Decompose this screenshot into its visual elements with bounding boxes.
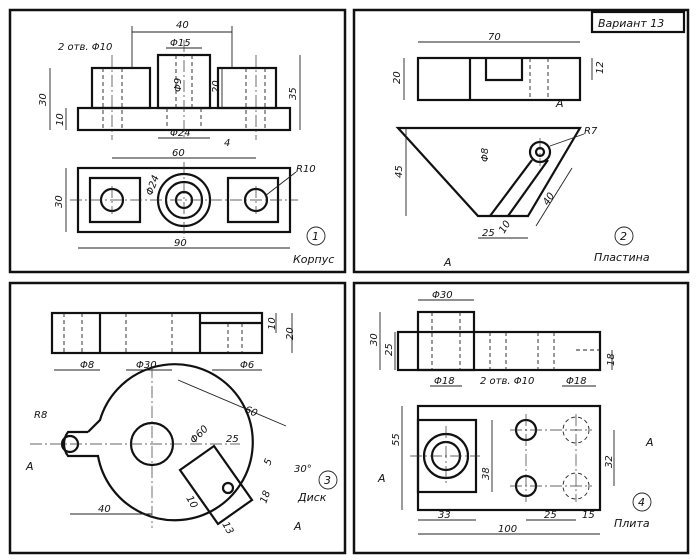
panel-2-frame [352, 8, 690, 274]
p2-dim-12: 12 [595, 61, 606, 74]
p3-dim-10: 10 [267, 317, 278, 330]
panel-1: 40 2 отв. Φ10 Φ15 Φ9 30 20 35 10 Φ24 4 [38, 20, 334, 266]
panel-4-number-circle [632, 492, 652, 512]
p2-section-a-bottom: A [443, 256, 452, 269]
panel-2-number: 2 [620, 230, 627, 243]
p3-dim-25: 25 [226, 434, 239, 445]
panel-3-number: 3 [324, 474, 331, 487]
p3-dim-30deg: 30° [294, 464, 312, 475]
panel-1-number: 1 [312, 230, 319, 243]
p1-dim-d15: Φ15 [170, 38, 191, 49]
p1-dim-90: 90 [174, 238, 187, 249]
p4-dim-30: 30 [369, 333, 380, 346]
p4-dim-d18: Φ18 [434, 376, 455, 387]
panel-4-front-view [396, 310, 602, 372]
p3-dim-18: 18 [258, 489, 273, 505]
p4-dim-2holes: 2 отв. Φ10 [480, 376, 534, 387]
p2-dim-40: 40 [541, 191, 557, 208]
p1-dim-40: 40 [176, 20, 189, 31]
p4-dim-32: 32 [604, 455, 615, 468]
p4-dim-d30: Φ30 [432, 290, 453, 301]
p3-dim-40: 40 [98, 504, 111, 515]
p2-dim-45: 45 [394, 165, 405, 178]
p3-dim-20: 20 [285, 327, 296, 340]
panel-2-front-view [395, 126, 582, 218]
p1-dim-4: 4 [224, 138, 230, 149]
p2-dim-20: 20 [392, 71, 403, 84]
panel-4-name: Плита [614, 517, 650, 530]
panel-2-top-view [416, 56, 582, 102]
p2-dim-r7: R7 [584, 126, 598, 137]
p2-dim-25: 25 [482, 228, 495, 239]
panel-1-frame [8, 8, 347, 274]
p1-dim-35: 35 [288, 87, 299, 100]
panel-4-top-view [410, 404, 602, 512]
p3-dim-d30: Φ30 [136, 360, 157, 371]
panel-4-number: 4 [638, 496, 645, 509]
p1-dim-r10: R10 [296, 164, 316, 175]
panel-1-front-view [76, 40, 292, 140]
p3-dim-d60: Φ60 [188, 424, 210, 446]
p4-dim-38: 38 [481, 467, 492, 480]
p1-dim-d24: Φ24 [170, 128, 191, 139]
p4-dim-100: 100 [498, 524, 517, 535]
p3-dim-10b: 10 [183, 494, 199, 511]
p1-dim-20: 20 [211, 80, 222, 93]
p4-dim-25b: 25 [544, 510, 557, 521]
p1-dim-10: 10 [55, 113, 66, 126]
p1-dim-2holes: 2 отв. Φ10 [58, 42, 112, 53]
p3-section-a-left: A [25, 460, 34, 473]
p1-dim-d9: Φ9 [173, 78, 184, 92]
p4-dim-25: 25 [384, 343, 395, 356]
p3-dim-d8: Φ8 [80, 360, 94, 371]
p3-dim-5: 5 [262, 457, 275, 467]
panel-4-frame [352, 281, 690, 555]
panel-3-front-view [50, 311, 264, 355]
panel-2: 70 20 12 A R7 Φ8 45 40 10 25 A 2 Пластин… [392, 32, 650, 269]
p3-dim-60: 60 [243, 405, 259, 420]
p2-dim-d8: Φ8 [480, 148, 491, 162]
p1-dim-30: 30 [38, 93, 49, 106]
panel-1-number-circle [306, 226, 326, 246]
p4-dim-55: 55 [391, 433, 402, 446]
panel-3-name: Диск [297, 491, 327, 504]
p3-section-a-right: A [293, 520, 302, 533]
p4-dim-15: 15 [582, 510, 595, 521]
panel-1-name: Корпус [293, 253, 334, 266]
p3-dim-d6: Φ6 [240, 360, 254, 371]
panel-3-frame [8, 281, 347, 555]
p4-section-a-left: A [377, 472, 386, 485]
p2-section-a-top: A [555, 97, 564, 110]
p4-section-a-right: A [645, 436, 654, 449]
variant-label: Вариант 13 [598, 17, 664, 30]
panel-3: 10 20 Φ8 Φ30 Φ6 R8 Φ60 60 25 A 5 18 10 3… [25, 311, 338, 537]
variant-box [590, 10, 686, 34]
p2-dim-70: 70 [488, 32, 501, 43]
panel-2-number-circle [614, 226, 634, 246]
panel-1-top-view [70, 162, 298, 238]
p2-dim-10: 10 [497, 219, 513, 236]
panel-3-number-circle [318, 470, 338, 490]
p3-dim-r8: R8 [34, 410, 47, 421]
panel-4: Φ30 30 25 Φ18 2 отв. Φ10 Φ18 18 5 [369, 290, 654, 535]
p4-dim-d18b: Φ18 [566, 376, 587, 387]
p1-dim-30b: 30 [54, 195, 65, 208]
p1-dim-60: 60 [172, 148, 185, 159]
p4-dim-18: 18 [606, 353, 617, 366]
panel-2-name: Пластина [594, 251, 650, 264]
p4-dim-33: 33 [438, 510, 451, 521]
panel-3-top-view [30, 363, 254, 528]
